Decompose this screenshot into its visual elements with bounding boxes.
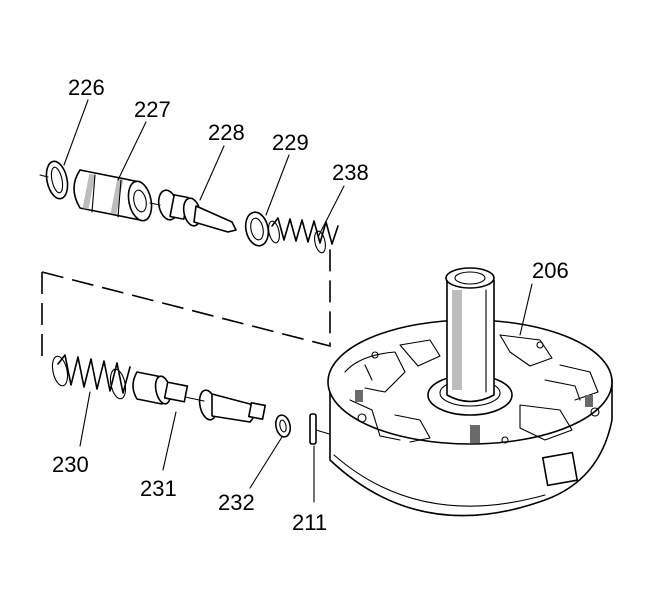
callout-227: 227 [134,97,171,122]
part-231-valve [132,371,267,423]
part-229-retaining-ring [244,211,270,247]
callout-229: 229 [272,130,309,155]
part-230-spring [51,354,131,400]
channel-pattern [344,334,600,444]
callout-232: 232 [218,490,255,515]
alignment-dashed-frame [41,248,331,365]
part-226-retaining-ring [45,160,69,200]
part-232-retaining-ring [274,414,292,438]
callout-238: 238 [332,160,369,185]
part-228-valve [149,189,237,233]
part-206-pump-housing [327,267,613,517]
callout-206: 206 [532,258,569,283]
part-238-spring [268,217,339,254]
part-211-pin [309,413,317,445]
part-227-valve-sleeve [73,169,153,222]
callout-228: 228 [208,120,245,145]
callout-211: 211 [292,510,327,535]
leader-lines [63,99,533,503]
callout-230: 230 [52,452,89,477]
callout-231: 231 [140,476,177,501]
callout-226: 226 [68,75,105,100]
